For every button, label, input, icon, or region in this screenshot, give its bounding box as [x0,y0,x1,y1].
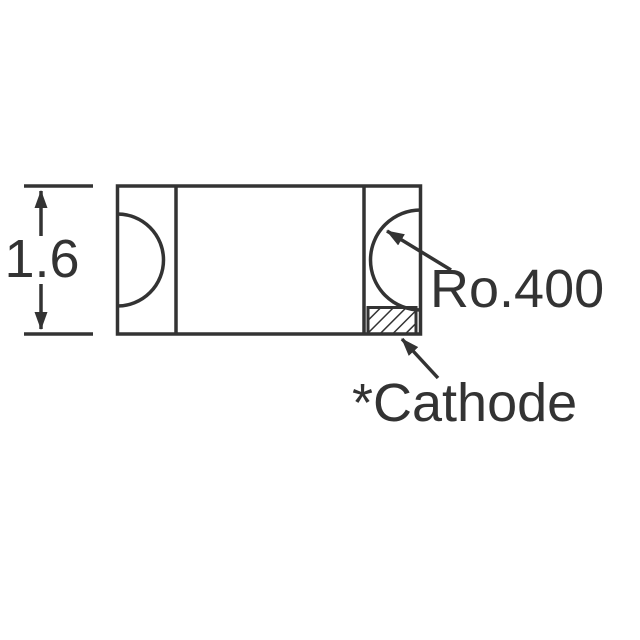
radius-callout: Ro.400 [386,229,604,319]
component-body-outline [115,184,423,336]
right-castellation-notch [368,208,421,312]
left-castellation-notch [117,212,166,308]
radius-label: Ro.400 [430,259,604,319]
cathode-mark [366,306,418,336]
height-dimension-label: 1.6 [4,229,79,289]
cathode-label: *Cathode [352,373,577,433]
height-dimension: 1.6 [4,184,93,336]
cathode-callout: *Cathode [352,337,577,433]
cathode-leader-arrow [400,337,440,380]
radius-leader-arrow [386,229,452,272]
